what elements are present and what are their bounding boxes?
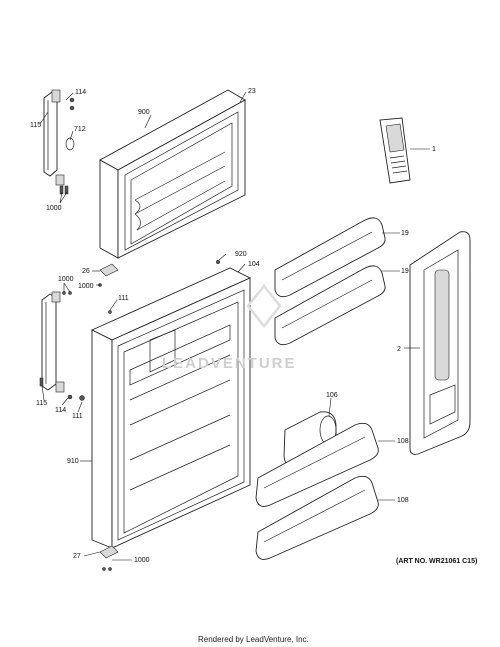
freezer-door-900: [99, 89, 246, 259]
callout-1000: 1000: [78, 283, 94, 290]
door-bin-108-upper: [255, 422, 379, 507]
callout-27: 27: [73, 553, 81, 560]
dispenser-panel-2: [409, 231, 471, 455]
freezer-screws: [59, 97, 75, 195]
door-shelf-19-lower: [274, 265, 386, 346]
callout-1000: 1000: [46, 205, 62, 212]
art-number: (ART NO. WR21061 C15): [396, 558, 477, 565]
watermark-text: LEADVENTURE: [162, 355, 297, 372]
freezer-handle: [43, 89, 65, 186]
callout-712: 712: [74, 126, 86, 133]
callout-108: 108: [397, 497, 409, 504]
callout-106: 106: [326, 392, 338, 399]
footer-credit: Rendered by LeadVenture, Inc.: [198, 635, 309, 644]
door-bin-108-lower: [255, 475, 379, 560]
callout-920: 920: [235, 251, 247, 258]
callout-114: 114: [75, 89, 86, 96]
callout-1: 1: [432, 146, 436, 153]
callout-115: 115: [36, 400, 47, 407]
callout-19: 19: [401, 230, 409, 237]
callout-115: 115: [30, 122, 41, 129]
watermark: LEADVENTURE: [162, 283, 297, 372]
callout-1000: 1000: [134, 557, 150, 564]
callouts: 114 115 712 1000 900 23 1 19 19 920 104 …: [30, 88, 436, 564]
callout-23: 23: [248, 88, 256, 95]
callout-114: 114: [55, 407, 66, 414]
callout-26: 26: [82, 268, 90, 275]
hinge-and-screws: [39, 259, 221, 571]
callout-910: 910: [67, 458, 79, 465]
literature-kit-1: [379, 117, 411, 184]
callout-108: 108: [397, 438, 409, 445]
fresh-food-handle: [41, 291, 65, 393]
callout-900: 900: [138, 109, 150, 116]
callout-1000: 1000: [58, 276, 74, 283]
callout-2: 2: [397, 346, 401, 353]
callout-111: 111: [72, 413, 83, 420]
callout-19: 19: [401, 268, 409, 275]
fresh-food-door-910: [90, 267, 252, 549]
callout-104: 104: [248, 261, 260, 268]
callout-111: 111: [118, 295, 129, 302]
leader-lines: [39, 91, 430, 561]
door-shelf-19-upper: [274, 217, 386, 298]
